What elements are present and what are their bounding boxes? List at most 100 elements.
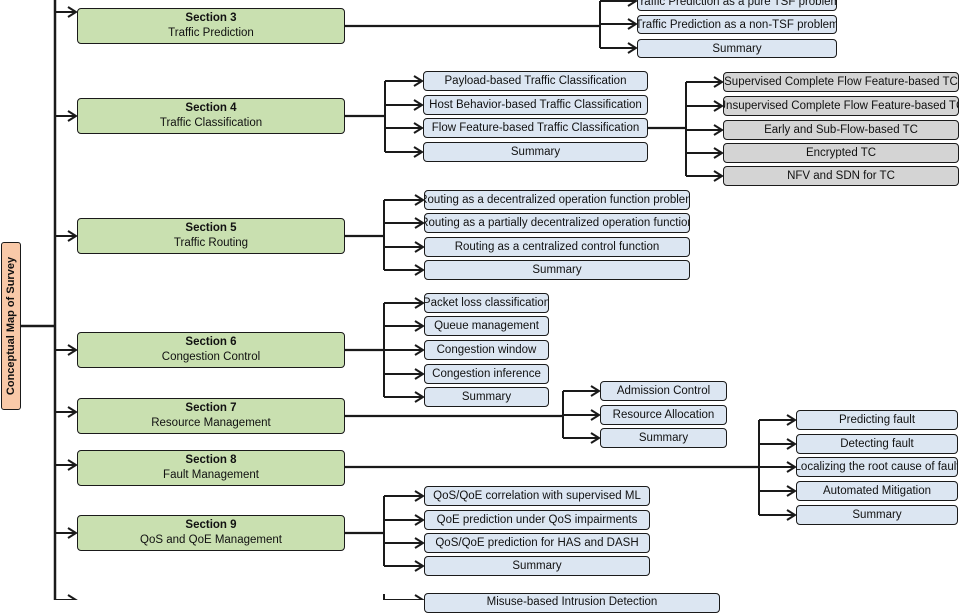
arrow-head-17 (67, 594, 78, 600)
arrow-head-65 (414, 344, 425, 356)
arrow-head-67 (414, 368, 425, 380)
section-number: Section 4 (185, 102, 237, 114)
subtopic-node: Routing as a decentralized operation fun… (424, 190, 690, 210)
subtopic-node: Routing as a partially decentralized ope… (424, 213, 690, 233)
arrow-head-41 (713, 100, 724, 112)
section-5-node: Section 5 Traffic Routing (77, 218, 345, 254)
subtopic-node: QoE prediction under QoS impairments (424, 510, 650, 530)
arrow-head-53 (414, 217, 425, 229)
section-number: Section 3 (185, 12, 237, 24)
subtopic-node: Congestion inference (424, 364, 549, 384)
section-title: QoS and QoE Management (140, 534, 282, 546)
arrow-head-73 (590, 385, 601, 397)
arrow-head-47 (713, 170, 724, 182)
section-title: Congestion Control (161, 351, 261, 363)
subtopic-node: Admission Control (600, 381, 727, 401)
arrow-head-39 (713, 76, 724, 88)
subtopic-node: Flow Feature-based Traffic Classificatio… (423, 118, 648, 138)
subtopic-node: Traffic Prediction as a non-TSF problem (637, 15, 837, 34)
subtopic-node: Detecting fault (796, 434, 958, 454)
summary-node: Summary (600, 428, 727, 448)
arrow-head-9 (67, 344, 78, 356)
section-title: Traffic Prediction (168, 27, 254, 39)
subtopic-node: Localizing the root cause of fault (796, 457, 958, 477)
subtopic-node: Predicting fault (796, 410, 958, 430)
arrow-head-13 (67, 459, 78, 471)
section-title: Traffic Classification (159, 117, 263, 129)
subtopic-node: Payload-based Traffic Classification (423, 71, 648, 91)
arrow-head-45 (713, 147, 724, 159)
summary-node: Summary (796, 505, 958, 525)
section-9-node: Section 9 QoS and QoE Management (77, 515, 345, 551)
arrow-head-25 (627, 42, 638, 54)
arrow-head-69 (414, 391, 425, 403)
arrow-head-63 (414, 320, 425, 332)
connector-lines (21, 0, 797, 600)
arrow-head-85 (786, 461, 797, 473)
root-node: Conceptual Map of Survey (1, 242, 21, 410)
arrow-head-35 (413, 146, 424, 158)
subtopic-node: Congestion window (424, 340, 549, 360)
section-number: Section 5 (185, 222, 237, 234)
arrow-head-51 (414, 194, 425, 206)
summary-node: Summary (424, 556, 650, 576)
section-6-node: Section 6 Congestion Control (77, 332, 345, 368)
arrow-head-43 (713, 124, 724, 136)
subsubtopic-node: Unsupervised Complete Flow Feature-based… (723, 96, 959, 116)
section-number: Section 8 (185, 454, 237, 466)
subtopic-node: Queue management (424, 316, 549, 336)
root-label: Conceptual Map of Survey (5, 256, 17, 396)
section-number: Section 9 (185, 519, 237, 531)
subtopic-node: Packet loss classification (424, 293, 549, 313)
arrow-head-29 (413, 75, 424, 87)
section-number: Section 7 (185, 402, 237, 414)
summary-node: Summary (423, 142, 648, 162)
subtopic-node: Resource Allocation (600, 405, 727, 425)
subtopic-node: QoS/QoE correlation with supervised ML (424, 486, 650, 506)
section-title: Resource Management (151, 417, 271, 429)
arrow-head-77 (590, 432, 601, 444)
arrow-head-5 (67, 110, 78, 122)
section-number: Section 6 (185, 336, 237, 348)
arrow-head-7 (67, 230, 78, 242)
arrow-head-95 (414, 514, 425, 526)
arrow-head-11 (67, 406, 78, 418)
subtopic-node: QoS/QoE prediction for HAS and DASH (424, 533, 650, 553)
arrow-head-33 (413, 122, 424, 134)
subtopic-node-partial: Misuse-based Intrusion Detection (424, 593, 720, 613)
arrow-head-75 (590, 409, 601, 421)
subsubtopic-node: NFV and SDN for TC (723, 166, 959, 186)
arrow-head-89 (786, 509, 797, 521)
subtopic-node: Traffic Prediction as a pure TSF problem (637, 0, 837, 11)
arrow-head-61 (414, 297, 425, 309)
section-3-node: Section 3 Traffic Prediction (77, 8, 345, 44)
summary-node: Summary (424, 260, 690, 280)
section-4-node: Section 4 Traffic Classification (77, 98, 345, 134)
arrow-head-3 (67, 6, 78, 18)
subtopic-node: Automated Mitigation (796, 481, 958, 501)
subtopic-node: Host Behavior-based Traffic Classificati… (423, 95, 648, 115)
summary-node: Summary (424, 387, 549, 407)
subsubtopic-node: Early and Sub-Flow-based TC (723, 120, 959, 140)
arrow-head-21 (627, 0, 638, 7)
section-title: Fault Management (163, 469, 259, 481)
arrow-head-31 (413, 99, 424, 111)
section-7-node: Section 7 Resource Management (77, 398, 345, 434)
arrow-head-57 (414, 264, 425, 276)
arrow-head-81 (786, 414, 797, 426)
subsubtopic-node: Encrypted TC (723, 143, 959, 163)
subtopic-node: Routing as a centralized control functio… (424, 237, 690, 257)
section-title: Traffic Routing (173, 237, 249, 249)
arrow-head-15 (67, 527, 78, 539)
arrow-head-93 (414, 490, 425, 502)
arrow-head-102 (414, 594, 425, 600)
arrow-head-23 (627, 18, 638, 30)
arrow-head-55 (414, 241, 425, 253)
arrow-head-83 (786, 438, 797, 450)
subsubtopic-node: Supervised Complete Flow Feature-based T… (723, 72, 959, 92)
section-8-node: Section 8 Fault Management (77, 450, 345, 486)
arrow-head-87 (786, 485, 797, 497)
arrow-head-97 (414, 537, 425, 549)
summary-node: Summary (637, 39, 837, 58)
arrow-head-99 (414, 560, 425, 572)
